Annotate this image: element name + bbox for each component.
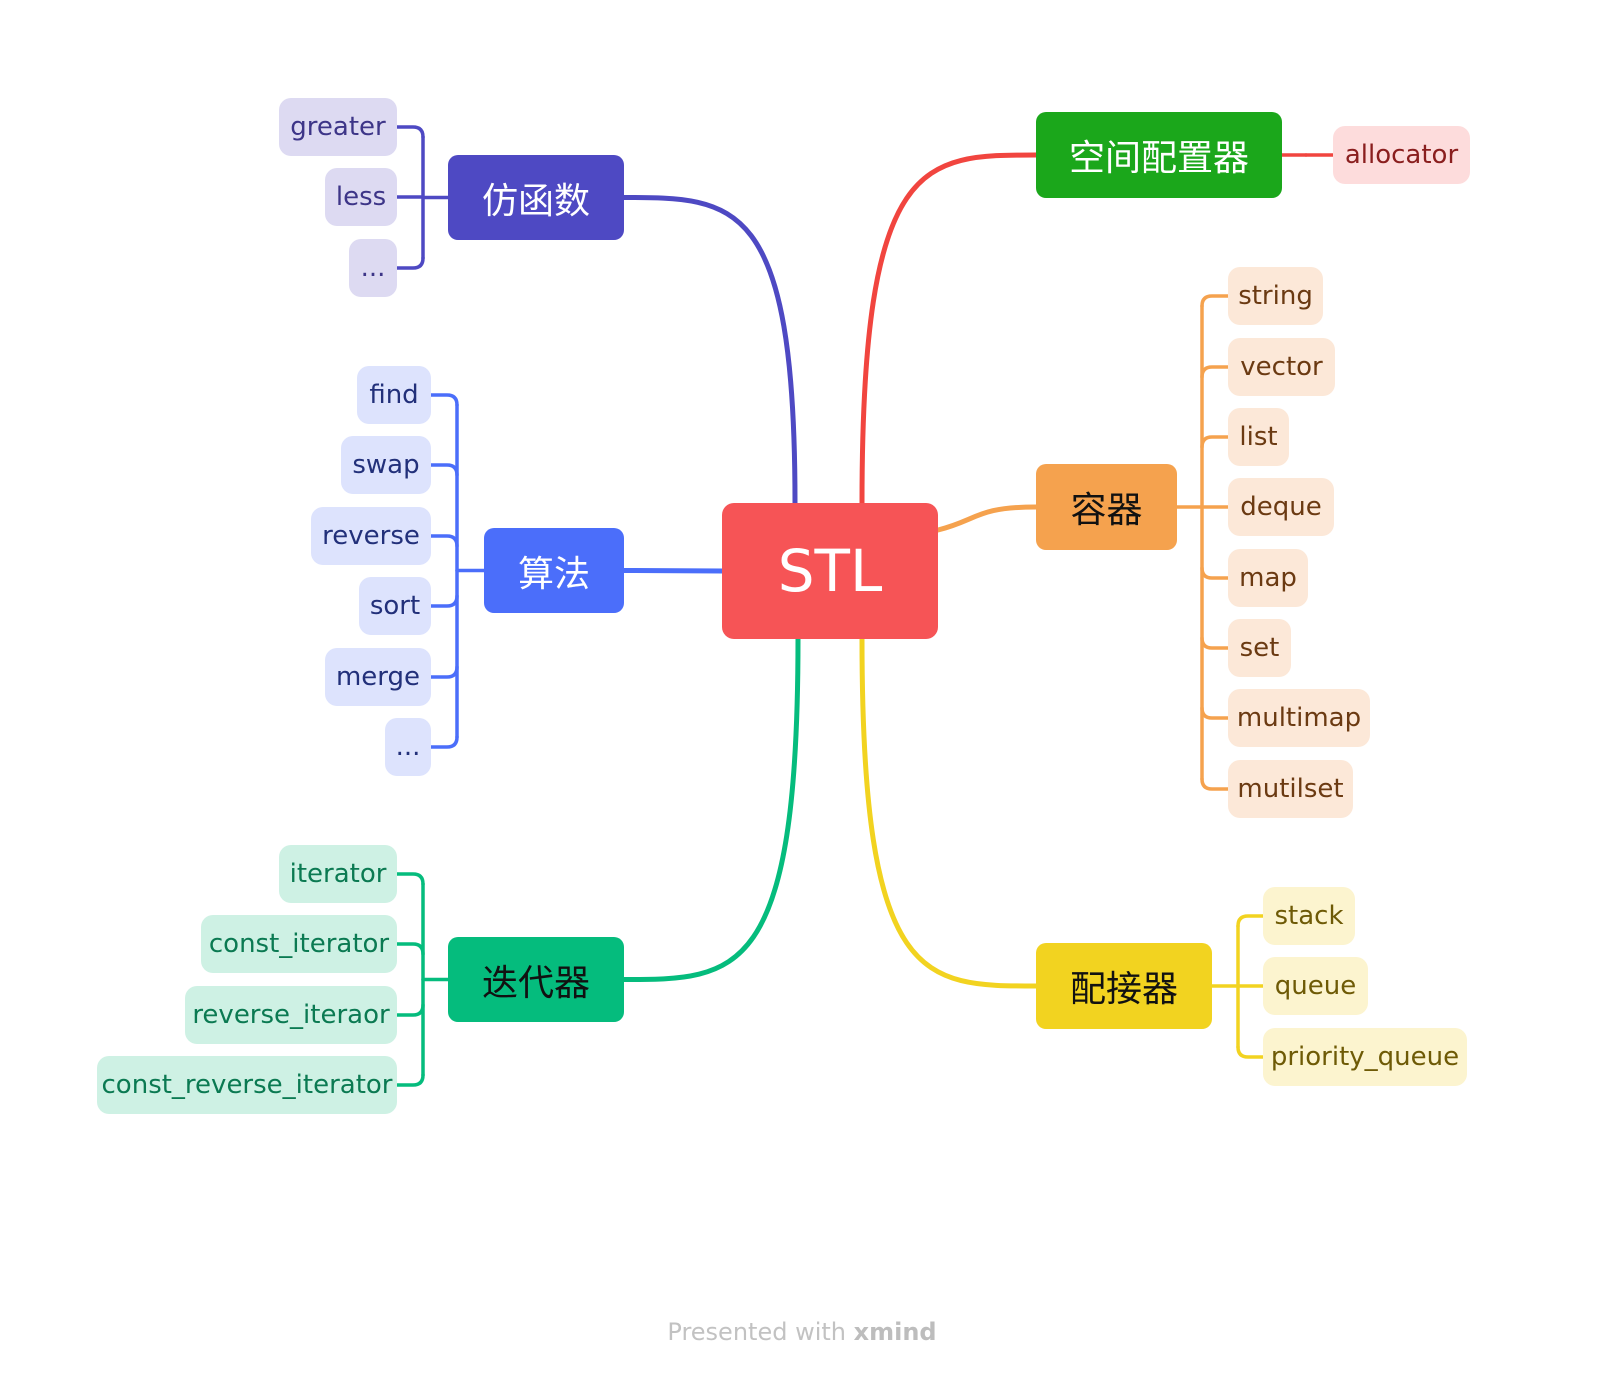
subtopic-functor-greater[interactable]: greater bbox=[279, 98, 397, 156]
subtopic-container-string[interactable]: string bbox=[1228, 267, 1323, 325]
connector-leaf-container-4 bbox=[1200, 566, 1230, 580]
connector-leaf-algorithm-2 bbox=[429, 534, 459, 548]
connector-root-functor bbox=[621, 195, 798, 506]
subtopic-adapter-priority-queue[interactable]: priority_queue bbox=[1263, 1028, 1467, 1086]
connector-root-algorithm bbox=[621, 568, 725, 574]
topic-functor[interactable]: 仿函数 bbox=[448, 155, 624, 240]
subtopic-adapter-queue[interactable]: queue bbox=[1263, 957, 1368, 1015]
footer-credit: Presented with xmind bbox=[0, 1318, 1604, 1346]
subtopic-iterator-reverse-iteraor[interactable]: reverse_iteraor bbox=[185, 986, 397, 1044]
topic-iterator[interactable]: 迭代器 bbox=[448, 937, 624, 1022]
connector-leaf-container-2 bbox=[1200, 435, 1230, 449]
subtopic-iterator-iterator[interactable]: iterator bbox=[279, 845, 397, 903]
connector-leaf-container-0 bbox=[1200, 294, 1230, 308]
subtopic-algorithm-find[interactable]: find bbox=[357, 366, 431, 424]
connector-leaf-algorithm-0 bbox=[429, 393, 459, 407]
footer-prefix: Presented with bbox=[667, 1318, 854, 1346]
topic-container[interactable]: 容器 bbox=[1036, 464, 1177, 550]
subtopic-container-map[interactable]: map bbox=[1228, 549, 1308, 607]
connector-leaf-functor-2 bbox=[395, 256, 425, 270]
subtopic-container-list[interactable]: list bbox=[1228, 408, 1289, 466]
subtopic-algorithm-reverse[interactable]: reverse bbox=[311, 507, 431, 565]
connector-leaf-iterator-1 bbox=[395, 942, 425, 956]
subtopic-allocator-allocator[interactable]: allocator bbox=[1333, 126, 1470, 184]
connector-leaf-iterator-0 bbox=[395, 872, 425, 886]
subtopic-container-multimap[interactable]: multimap bbox=[1228, 689, 1370, 747]
connector-leaf-container-6 bbox=[1200, 706, 1230, 720]
topic-adapter[interactable]: 配接器 bbox=[1036, 943, 1212, 1029]
topic-algorithm[interactable]: 算法 bbox=[484, 528, 624, 613]
subtopic-container-mutilset[interactable]: mutilset bbox=[1228, 760, 1353, 818]
connector-root-container bbox=[935, 504, 1039, 533]
connector-leaf-functor-0 bbox=[395, 125, 425, 139]
connector-leaf-iterator-3 bbox=[395, 1073, 425, 1087]
subtopic-algorithm-more[interactable]: ... bbox=[385, 718, 431, 776]
subtopic-algorithm-swap[interactable]: swap bbox=[341, 436, 431, 494]
footer-brand: xmind bbox=[853, 1318, 937, 1346]
subtopic-iterator-const-iterator[interactable]: const_iterator bbox=[201, 915, 397, 973]
subtopic-container-set[interactable]: set bbox=[1228, 619, 1291, 677]
subtopic-container-deque[interactable]: deque bbox=[1228, 478, 1334, 536]
connector-leaf-container-7 bbox=[1200, 777, 1230, 791]
topic-allocator[interactable]: 空间配置器 bbox=[1036, 112, 1282, 198]
connector-leaf-adapter-0 bbox=[1236, 914, 1265, 928]
subtopic-functor-more[interactable]: ... bbox=[349, 239, 397, 297]
connector-leaf-iterator-2 bbox=[395, 1003, 425, 1017]
subtopic-functor-less[interactable]: less bbox=[325, 168, 397, 226]
subtopic-adapter-stack[interactable]: stack bbox=[1263, 887, 1355, 945]
subtopic-algorithm-sort[interactable]: sort bbox=[359, 577, 431, 635]
subtopic-algorithm-merge[interactable]: merge bbox=[325, 648, 431, 706]
connector-root-adapter bbox=[859, 636, 1039, 989]
subtopic-container-vector[interactable]: vector bbox=[1228, 338, 1335, 396]
connector-leaf-adapter-2 bbox=[1236, 1045, 1265, 1059]
connector-root-allocator bbox=[859, 152, 1039, 506]
connector-leaf-algorithm-5 bbox=[429, 735, 459, 749]
root-topic[interactable]: STL bbox=[722, 503, 938, 639]
connector-leaf-algorithm-3 bbox=[429, 594, 459, 608]
connector-leaf-algorithm-1 bbox=[429, 463, 459, 477]
connector-root-iterator bbox=[621, 636, 801, 982]
connector-leaf-container-5 bbox=[1200, 636, 1230, 650]
connector-leaf-container-1 bbox=[1200, 365, 1230, 379]
connector-leaf-algorithm-4 bbox=[429, 665, 459, 679]
subtopic-iterator-const-reverse-iterator[interactable]: const_reverse_iterator bbox=[97, 1056, 397, 1114]
